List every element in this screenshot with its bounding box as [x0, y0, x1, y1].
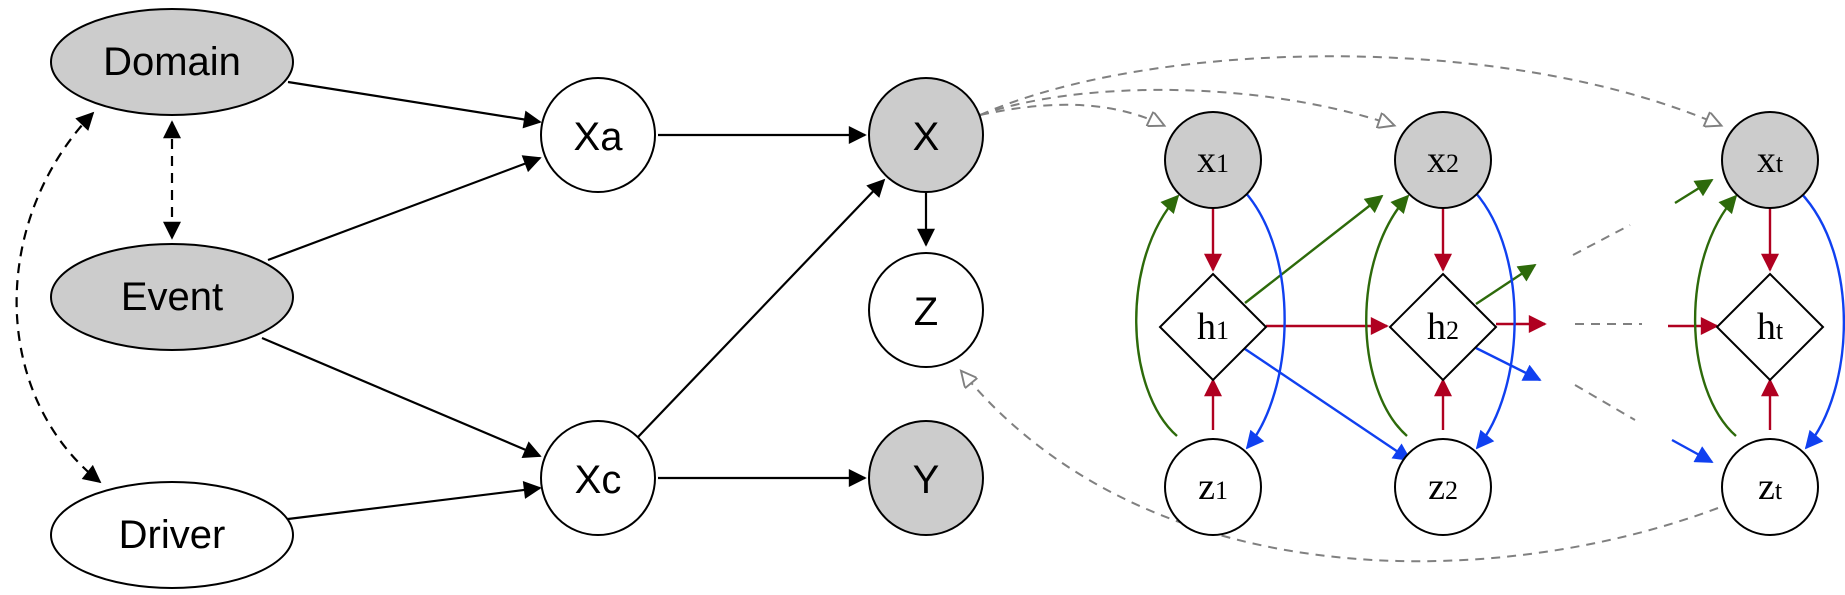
gap-blue: [1574, 384, 1636, 421]
edge-x-x2: [979, 88, 1393, 125]
node-x1-label: x1: [1197, 139, 1229, 181]
edge-x-xt: [979, 55, 1720, 125]
edge-driver-xc: [287, 481, 542, 521]
edge-x2-z2: [1474, 191, 1516, 450]
edge-z2-x2: [1365, 194, 1410, 437]
node-domain-label: Domain: [103, 40, 241, 84]
edge-in-zt-blue: [1671, 438, 1714, 464]
edge-h1-x2: [1244, 194, 1384, 304]
edge-domain-xa: [287, 80, 542, 129]
node-xc-label: Xc: [575, 458, 622, 502]
node-h2: h2: [1388, 272, 1498, 382]
edge-domain-driver-bidirected: [15, 111, 102, 484]
node-ht-label: ht: [1757, 306, 1784, 348]
left-graph-edges: [15, 80, 935, 521]
node-z2-label: z2: [1428, 466, 1458, 508]
node-y: Y: [868, 420, 984, 536]
node-h1: h1: [1158, 272, 1268, 382]
edge-xc-x: [637, 178, 886, 438]
edge-zt-xt: [1693, 194, 1738, 437]
node-x: X: [868, 77, 984, 193]
edge-zt-z: [962, 372, 1719, 563]
node-z: Z: [868, 252, 984, 368]
node-z1: z1: [1164, 438, 1262, 536]
node-x-label: X: [913, 115, 940, 159]
node-y-label: Y: [913, 458, 940, 502]
node-h2-label: h2: [1427, 306, 1459, 348]
edge-h1-z2: [1244, 348, 1412, 462]
node-xt-label: xt: [1757, 139, 1784, 181]
edge-in-xt-green: [1674, 178, 1714, 205]
edge-event-xa: [267, 155, 542, 262]
node-zt: zt: [1721, 438, 1819, 536]
node-driver-label: Driver: [119, 513, 226, 557]
gray-dashed-edges: [962, 55, 1720, 563]
node-z-label: Z: [914, 290, 938, 334]
node-xt: xt: [1721, 111, 1819, 209]
node-zt-label: zt: [1758, 466, 1783, 508]
edge-x1-z1: [1244, 191, 1286, 450]
node-x2: x2: [1394, 111, 1492, 209]
node-z1-label: z1: [1198, 466, 1228, 508]
edge-x-x1: [979, 103, 1163, 125]
node-event: Event: [50, 243, 294, 351]
node-xc: Xc: [540, 420, 656, 536]
node-event-label: Event: [121, 275, 223, 319]
edge-event-xc: [261, 336, 542, 458]
edge-xt-zt: [1799, 191, 1845, 450]
edge-h2-out-blue: [1475, 346, 1542, 382]
node-x2-label: x2: [1427, 139, 1459, 181]
edge-z1-x1: [1135, 194, 1180, 437]
node-domain: Domain: [50, 8, 294, 116]
node-x1: x1: [1164, 111, 1262, 209]
edge-h2-out-green: [1475, 263, 1537, 306]
gap-green: [1572, 224, 1631, 256]
node-xa: Xa: [540, 77, 656, 193]
recurrent-edges: [1135, 178, 1845, 464]
node-h1-label: h1: [1197, 306, 1229, 348]
node-xa-label: Xa: [574, 115, 624, 159]
node-ht: ht: [1715, 272, 1825, 382]
node-z2: z2: [1394, 438, 1492, 536]
node-driver: Driver: [50, 481, 294, 589]
